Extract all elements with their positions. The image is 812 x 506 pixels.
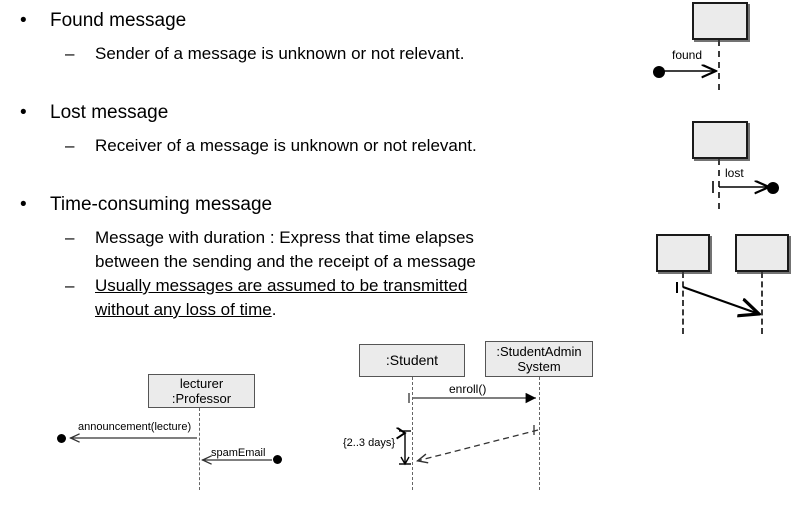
professor-name-line-1: lecturer (179, 376, 224, 391)
dash-marker: – (65, 276, 75, 295)
assumption-line-2: without any loss of time (95, 300, 272, 319)
dash-marker: – (65, 136, 75, 155)
student-object-box: :Student (359, 344, 465, 377)
lost-message-label: lost (725, 166, 744, 180)
bullet-marker: • (20, 10, 27, 31)
subbullet-text-found: Sender of a message is unknown or not re… (95, 44, 465, 63)
assumption-period: . (271, 300, 277, 319)
bullet-label-lost: Lost message (50, 102, 169, 123)
duration-constraint-label: {2..3 days} (343, 437, 395, 449)
found-object-box (692, 2, 748, 40)
assumption-line-1: Usually messages are assumed to be trans… (95, 276, 468, 295)
duration-line-1: Message with duration : Express that tim… (95, 228, 474, 247)
subbullet-found-desc: – Sender of a message is unknown or not … (65, 42, 465, 66)
time-consuming-left-box (656, 234, 710, 272)
lost-end-circle-icon (767, 182, 779, 194)
time-consuming-message-arrow (682, 286, 759, 314)
announcement-message-label: announcement(lecture) (78, 421, 192, 433)
dash-marker: – (65, 228, 75, 247)
reply-message-arrow (415, 429, 539, 464)
time-consuming-left-lifeline (682, 272, 684, 334)
bullet-found-message: • Found message (20, 8, 186, 34)
enroll-message-label: enroll() (449, 382, 487, 396)
bullet-label-found: Found message (50, 10, 187, 31)
subbullet-assumption-desc: – Usually messages are assumed to be tra… (65, 274, 467, 322)
student-admin-lifeline (539, 377, 540, 490)
bullet-label-time-consuming: Time-consuming message (50, 194, 273, 215)
student-lifeline (412, 377, 413, 490)
time-consuming-right-box (735, 234, 789, 272)
bullet-time-consuming-message: • Time-consuming message (20, 192, 272, 218)
found-lifeline (718, 40, 720, 90)
subbullet-text-assumption: Usually messages are assumed to be trans… (95, 274, 467, 322)
subbullet-text-duration: Message with duration : Express that tim… (95, 226, 476, 274)
subbullet-text-lost: Receiver of a message is unknown or not … (95, 136, 477, 155)
bullet-marker: • (20, 194, 27, 215)
found-start-circle-icon (653, 66, 665, 78)
student-admin-object-box: :StudentAdmin System (485, 341, 593, 377)
dash-marker: – (65, 44, 75, 63)
student-admin-box-text: :StudentAdmin System (496, 344, 581, 374)
professor-object-box: lecturer :Professor (148, 374, 255, 408)
student-admin-line-1: :StudentAdmin (496, 344, 582, 359)
duration-arrow-down-head-icon (400, 456, 410, 466)
found-message-label: found (672, 48, 703, 62)
professor-lifeline (199, 408, 200, 490)
professor-name-line-2: :Professor (171, 391, 232, 406)
duration-line-2: between the sending and the receipt of a… (95, 252, 476, 271)
lost-lifeline (718, 159, 720, 209)
time-consuming-right-lifeline (761, 272, 763, 334)
spam-found-circle-icon (273, 455, 282, 464)
professor-box-text: lecturer :Professor (172, 376, 231, 406)
subbullet-lost-desc: – Receiver of a message is unknown or no… (65, 134, 477, 158)
bullet-marker: • (20, 102, 27, 123)
announcement-lost-circle-icon (57, 434, 66, 443)
student-admin-line-2: System (517, 359, 561, 374)
spam-message-label: spamEmail (211, 447, 266, 459)
subbullet-duration-desc: – Message with duration : Express that t… (65, 226, 476, 274)
bullet-lost-message: • Lost message (20, 100, 168, 126)
lost-object-box (692, 121, 748, 159)
